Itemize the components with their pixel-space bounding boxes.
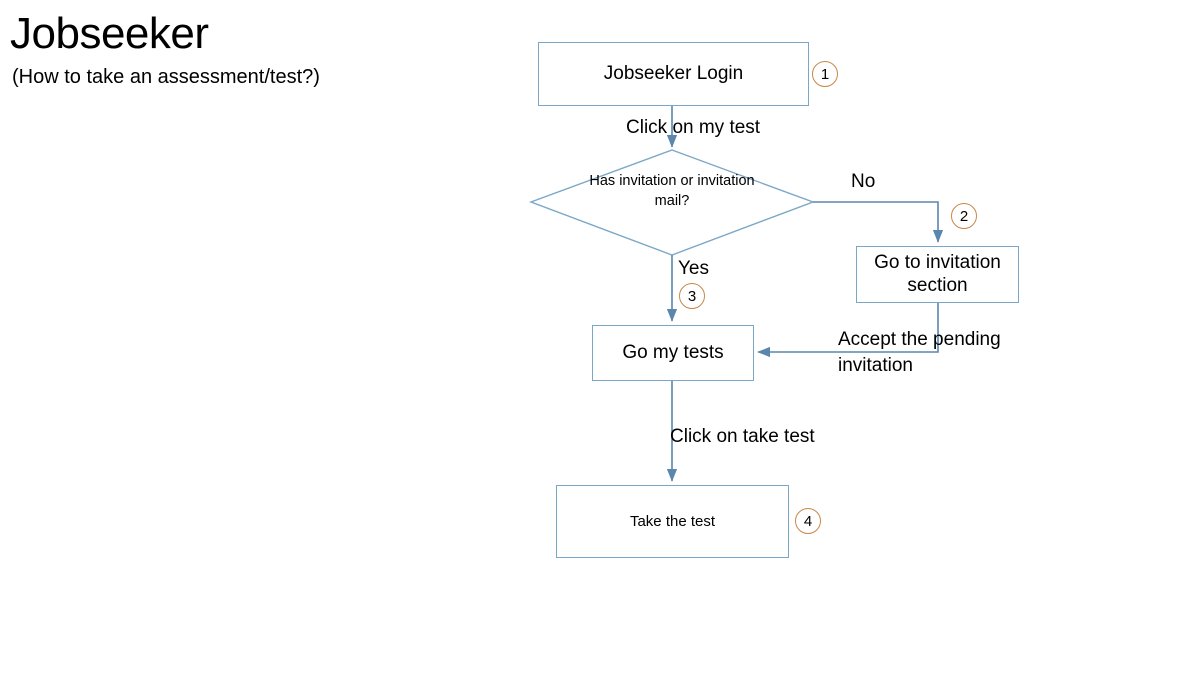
node-go-my-tests-label: Go my tests — [622, 341, 724, 363]
node-jobseeker-login-label: Jobseeker Login — [603, 62, 744, 84]
node-go-my-tests[interactable]: Go my tests — [592, 325, 754, 381]
node-take-the-test[interactable]: Take the test — [556, 485, 789, 558]
edge-label-click-on-my-test: Click on my test — [626, 117, 761, 138]
node-decision-label: Has invitation or invitation mail? — [589, 173, 755, 209]
node-go-to-invitation-section-label: Go to invitation section — [874, 252, 1001, 296]
edge-decision-to-invitation — [813, 201, 944, 243]
step-badge-2: 2 — [951, 203, 977, 229]
edge-label-click-on-take-test: Click on take test — [670, 426, 815, 447]
edge-label-no: No — [851, 171, 876, 192]
node-jobseeker-login[interactable]: Jobseeker Login — [538, 42, 809, 106]
node-go-to-invitation-section[interactable]: Go to invitation section — [856, 246, 1019, 303]
title-block: Jobseeker (How to take an assessment/tes… — [10, 8, 480, 90]
page-subtitle: (How to take an assessment/test?) — [12, 66, 320, 88]
step-badge-1: 1 — [812, 61, 838, 87]
step-badge-3: 3 — [679, 283, 705, 309]
edge-invitation-to-gomytests — [757, 303, 939, 358]
step-badge-4: 4 — [795, 508, 821, 534]
edge-label-yes: Yes — [678, 258, 709, 279]
page-title: Jobseeker — [10, 9, 209, 58]
node-take-the-test-label: Take the test — [629, 512, 716, 530]
edge-label-accept-the-pending-invitation: Accept the pending invitation — [838, 329, 1001, 376]
